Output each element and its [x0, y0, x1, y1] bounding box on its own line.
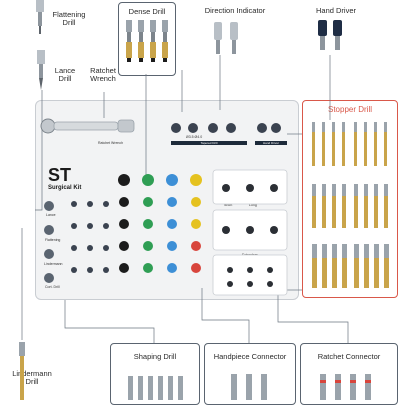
tray-small-slots	[71, 201, 109, 273]
lindermann-drill-label: Lindermann Drill	[12, 369, 52, 386]
stopper-drill-icons	[312, 122, 389, 288]
kit-lance-label: Lance	[46, 213, 56, 217]
ratchet-wrench-icon	[40, 118, 135, 134]
kit-subtitle: Surgical Kit	[48, 185, 82, 191]
leader-lines	[21, 0, 349, 343]
kit-lindermann-label: Lindermann	[44, 262, 63, 266]
kit-cort-drill-label: Cort. Drill	[45, 285, 60, 289]
kit-title: ST	[48, 165, 72, 185]
handpiece-connector-icons	[231, 374, 267, 400]
tray-left-slots	[44, 201, 54, 283]
lindermann-drill-icon	[19, 342, 25, 400]
handpiece-connector-title: Handpiece Connector	[213, 352, 287, 361]
kit-hand-driver-strip: Hand Driver	[255, 141, 287, 145]
direction-indicator-icons	[214, 22, 238, 54]
ratchet-connector-icons	[320, 374, 371, 400]
kit-tapered-drill-strip: Tapered Drill	[171, 141, 247, 145]
tray-drill-rings	[118, 174, 202, 273]
flattening-drill-icon	[36, 0, 44, 34]
dense-drill-icons	[126, 20, 168, 62]
ratchet-connector-title: Ratchet Connector	[317, 352, 381, 361]
kit-flattening-label: Flattening	[45, 238, 61, 242]
lance-drill-label: Lance Drill	[54, 66, 76, 83]
tray-connector-panel	[212, 169, 288, 296]
kit-tapered-sizes-label: Ø3.5 Ø4.0	[186, 135, 203, 139]
shaping-drill-icons	[128, 376, 183, 400]
shaping-drill-title: Shaping Drill	[133, 352, 177, 361]
flattening-drill-label: Flattening Drill	[52, 10, 86, 27]
kit-long-label-1: Long	[249, 203, 257, 207]
stopper-drill-title: Stopper Drill	[327, 105, 372, 114]
stopper-drill-box: Stopper Drill	[302, 100, 398, 298]
direction-indicator-label: Direction Indicator	[204, 6, 266, 15]
dense-drill-title: Dense Drill	[128, 7, 166, 16]
kit-ratchet-wrench-label: Ratchet Wrench	[98, 141, 124, 145]
kit-short-label-1: Short	[224, 203, 233, 207]
tray-top-slots	[171, 123, 281, 133]
hand-driver-label: Hand Driver	[315, 6, 356, 15]
lance-drill-icon	[37, 50, 45, 90]
ratchet-connector-box: Ratchet Connector	[300, 343, 398, 405]
ratchet-wrench-label: Ratchet Wrench	[90, 66, 116, 83]
hand-driver-icons	[318, 20, 342, 50]
